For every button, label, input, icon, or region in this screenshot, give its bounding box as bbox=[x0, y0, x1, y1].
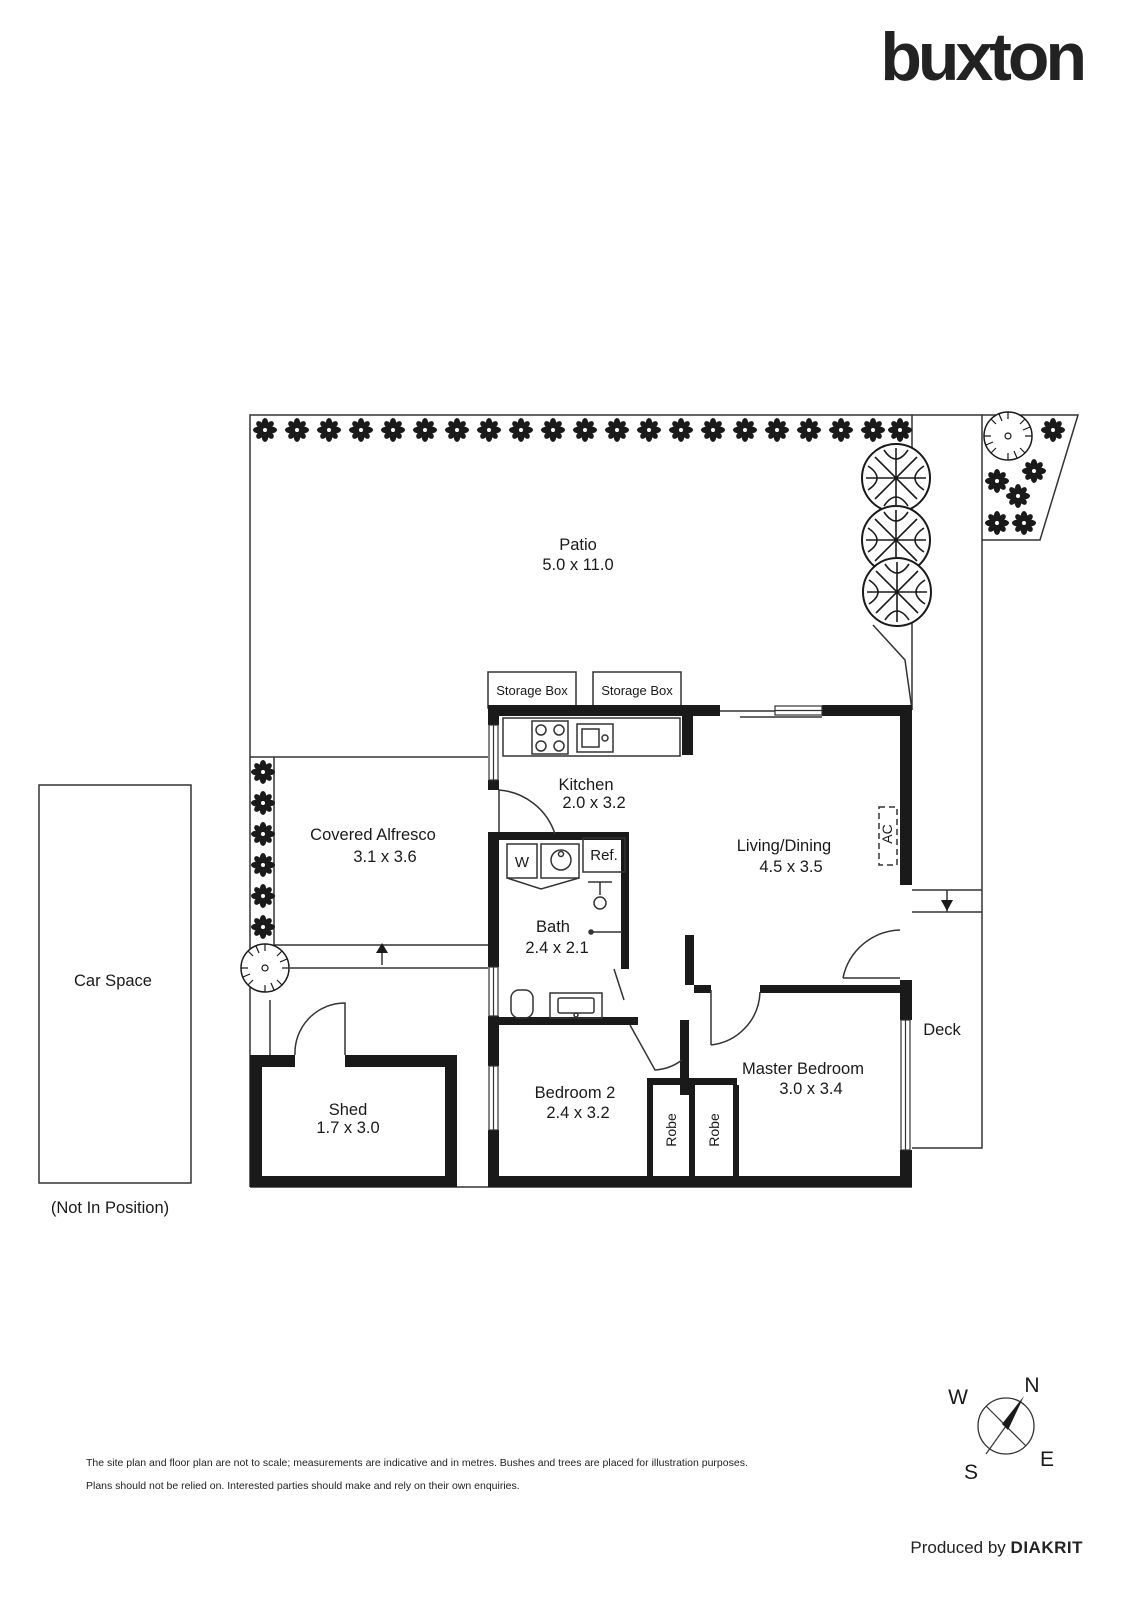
storage-box-2-label: Storage Box bbox=[601, 683, 673, 698]
master-bedroom-name: Master Bedroom bbox=[742, 1060, 864, 1078]
bedroom2-name: Bedroom 2 bbox=[535, 1084, 616, 1102]
ac-label: AC bbox=[879, 824, 895, 843]
patio-size: 5.0 x 11.0 bbox=[542, 556, 613, 574]
washer-label: W bbox=[515, 854, 530, 871]
living-name: Living/Dining bbox=[737, 837, 831, 855]
storage-box-1-label: Storage Box bbox=[496, 683, 568, 698]
bath-name: Bath bbox=[536, 918, 570, 936]
shed-name: Shed bbox=[329, 1101, 368, 1119]
kitchen-bench bbox=[502, 717, 681, 757]
door-swings bbox=[294, 789, 901, 1071]
fridge-label: Ref. bbox=[590, 847, 618, 864]
disclaimer: The site plan and floor plan are not to … bbox=[86, 1452, 748, 1498]
basin-icon bbox=[549, 992, 603, 1019]
side-gate bbox=[872, 624, 913, 711]
disclaimer-line-1: The site plan and floor plan are not to … bbox=[86, 1457, 748, 1469]
deck-label: Deck bbox=[923, 1021, 961, 1039]
producer-credit: Produced by DIAKRIT bbox=[910, 1538, 1083, 1558]
storage-box-2 bbox=[592, 671, 682, 709]
car-space bbox=[38, 784, 192, 1184]
compass-e: E bbox=[1040, 1448, 1054, 1471]
bath-size: 2.4 x 2.1 bbox=[525, 939, 588, 957]
compass: N S E W bbox=[948, 1374, 1054, 1484]
car-note: (Not In Position) bbox=[51, 1199, 169, 1217]
compass-w: W bbox=[948, 1386, 968, 1409]
disclaimer-line-2: Plans should not be relied on. Intereste… bbox=[86, 1480, 520, 1492]
compass-s: S bbox=[964, 1461, 978, 1484]
house-walls bbox=[250, 705, 912, 1187]
washer-box bbox=[506, 843, 538, 879]
toilet-icon bbox=[510, 989, 534, 1019]
patio-name: Patio bbox=[559, 536, 597, 554]
alfresco-name: Covered Alfresco bbox=[310, 826, 436, 844]
master-bedroom-size: 3.0 x 3.4 bbox=[779, 1080, 842, 1098]
kitchen-size: 2.0 x 3.2 bbox=[562, 794, 625, 812]
robe-1-label: Robe bbox=[663, 1113, 679, 1147]
compass-n: N bbox=[1024, 1374, 1039, 1397]
living-size: 4.5 x 3.5 bbox=[759, 858, 822, 876]
hedge-left bbox=[251, 760, 275, 939]
shed-size: 1.7 x 3.0 bbox=[316, 1119, 379, 1137]
sliding-door bbox=[720, 710, 822, 718]
brand-logo: buxton bbox=[880, 19, 1087, 95]
entry-arrow-icon bbox=[376, 943, 388, 965]
robe-2-label: Robe bbox=[706, 1113, 722, 1147]
garden-bed bbox=[983, 411, 1065, 535]
deck-arrow-icon bbox=[941, 890, 953, 912]
car-space-label: Car Space bbox=[74, 972, 152, 990]
fridge-box bbox=[582, 837, 626, 873]
hedge-top bbox=[253, 418, 912, 442]
laundry-bench bbox=[506, 877, 580, 890]
producer-brand: DIAKRIT bbox=[1010, 1538, 1083, 1557]
producer-prefix: Produced by bbox=[910, 1538, 1006, 1557]
ac-unit bbox=[878, 806, 898, 866]
trough-icon bbox=[540, 843, 580, 879]
storage-box-1 bbox=[487, 671, 577, 709]
kitchen-name: Kitchen bbox=[558, 776, 613, 794]
site-boundary bbox=[249, 414, 1080, 1188]
windows bbox=[488, 705, 911, 1151]
alfresco-size: 3.1 x 3.6 bbox=[353, 848, 416, 866]
compass-needle-icon bbox=[1002, 1396, 1024, 1430]
bedroom2-size: 2.4 x 3.2 bbox=[546, 1104, 609, 1122]
